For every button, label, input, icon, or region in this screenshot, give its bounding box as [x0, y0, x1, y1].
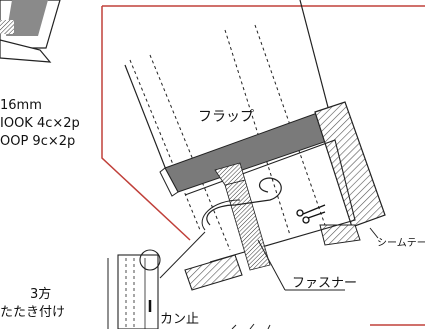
spec-line-3: OOP 9c×2p [0, 134, 75, 149]
seam-tape-block [314, 101, 386, 228]
detail-leader [159, 231, 206, 279]
frame-border [101, 6, 191, 241]
zipper-label: ファスナー [292, 276, 357, 291]
detail-magnifier-circle [139, 249, 161, 271]
three-side-label-line1: 3方 [30, 286, 51, 302]
bottom-detail [117, 249, 161, 329]
bottom-cutoff-marks [231, 323, 271, 329]
spec-line-2: IOOK 4c×2p [0, 116, 80, 131]
zipper-teeth [214, 162, 271, 271]
lower-hatched-block [184, 254, 243, 291]
seam-tape-label: シームテープ [377, 237, 425, 249]
seam-tape-leader [369, 227, 379, 239]
three-side-label-line2: たたき付け [0, 305, 65, 320]
zipper-tape-curl [206, 177, 282, 226]
stitch-lines [129, 24, 326, 251]
bartack-label: カン止 [160, 312, 199, 327]
flap-label: フラップ [198, 109, 254, 125]
top-left-detail [0, 0, 61, 63]
zipper-leader [257, 239, 286, 291]
scissors-icon [296, 204, 326, 224]
spec-line-1: 16mm [0, 98, 42, 113]
